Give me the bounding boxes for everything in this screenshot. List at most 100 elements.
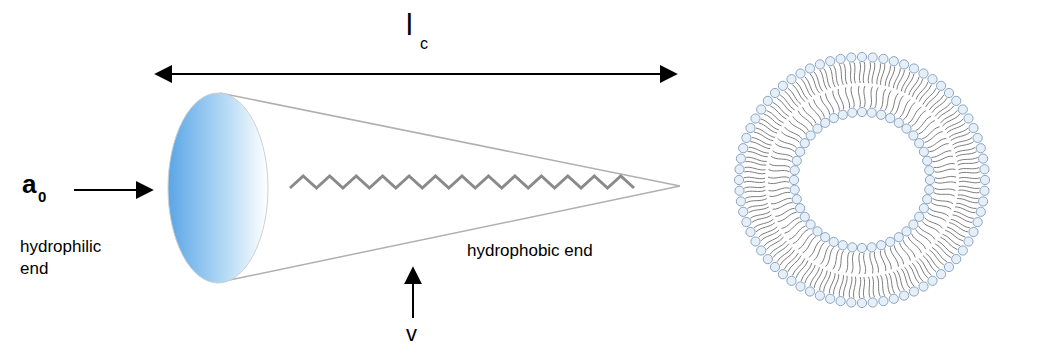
outer-head — [952, 96, 961, 105]
outer-head — [919, 282, 928, 291]
inner-head — [857, 243, 866, 252]
inner-head — [909, 220, 918, 229]
inner-head — [829, 237, 838, 246]
outer-head — [847, 53, 856, 62]
outer-head — [805, 64, 814, 73]
outer-head — [746, 123, 755, 132]
outer-head — [739, 207, 748, 216]
outer-head — [796, 282, 805, 291]
inner-head — [886, 114, 895, 123]
inner-head — [806, 220, 815, 229]
outer-head — [952, 255, 961, 264]
cone-edge — [220, 93, 680, 186]
outer-head — [770, 262, 779, 271]
inner-head — [857, 107, 866, 116]
inner-head — [877, 110, 886, 119]
outer-head — [928, 75, 937, 84]
outer-head — [909, 64, 918, 73]
inner-head — [813, 124, 822, 133]
inner-head — [867, 108, 876, 117]
inner-head — [800, 139, 809, 148]
area-subscript: 0 — [38, 188, 46, 207]
outer-head — [879, 297, 888, 306]
inner-head — [925, 166, 934, 175]
inner-head — [792, 195, 801, 204]
outer-head — [770, 88, 779, 97]
inner-head — [796, 204, 805, 213]
leader-arrow — [74, 189, 152, 191]
outer-head — [847, 298, 856, 307]
outer-head — [919, 69, 928, 78]
outer-head — [742, 133, 751, 142]
outer-head — [980, 175, 989, 184]
length-subscript: c — [420, 34, 428, 54]
outer-head — [836, 54, 845, 63]
inner-head — [838, 110, 847, 119]
outer-head — [868, 53, 877, 62]
length-symbol: l — [406, 6, 413, 44]
area-symbol: a — [22, 168, 36, 201]
head-group — [168, 93, 268, 283]
inner-head — [915, 212, 924, 221]
outer-head — [979, 154, 988, 163]
inner-head — [821, 233, 830, 242]
outer-head — [836, 297, 845, 306]
inner-head — [909, 131, 918, 140]
outer-head — [937, 270, 946, 279]
outer-head — [826, 57, 835, 66]
outer-head — [742, 218, 751, 227]
inner-head — [789, 175, 798, 184]
outer-head — [980, 165, 989, 174]
inner-head — [867, 243, 876, 252]
outer-head — [889, 294, 898, 303]
outer-head — [944, 88, 953, 97]
outer-head — [735, 165, 744, 174]
inner-head — [923, 156, 932, 165]
outer-head — [868, 298, 877, 307]
inner-head — [806, 131, 815, 140]
leader-arrow — [412, 268, 414, 318]
outer-head — [787, 75, 796, 84]
inner-head — [829, 114, 838, 123]
outer-head — [815, 291, 824, 300]
outer-tails — [744, 62, 980, 298]
outer-head — [979, 197, 988, 206]
inner-head — [894, 233, 903, 242]
outer-head — [964, 237, 973, 246]
outer-head — [980, 186, 989, 195]
inner-head — [923, 195, 932, 204]
outer-head — [778, 270, 787, 279]
outer-head — [900, 291, 909, 300]
outer-head — [958, 246, 967, 255]
outer-head — [796, 69, 805, 78]
inner-head — [886, 237, 895, 246]
length-arrow — [156, 73, 676, 75]
end-label: hydrophobic end — [467, 240, 593, 261]
outer-head — [739, 144, 748, 153]
inner-head — [790, 185, 799, 194]
inner-head — [790, 166, 799, 175]
inner-head — [925, 175, 934, 184]
outer-head — [937, 81, 946, 90]
outer-head — [735, 186, 744, 195]
cone-edge — [220, 186, 680, 282]
outer-head — [889, 57, 898, 66]
inner-head — [821, 118, 830, 127]
outer-head — [805, 287, 814, 296]
inner-head — [838, 241, 847, 250]
outer-head — [815, 60, 824, 69]
outer-head — [736, 197, 745, 206]
inner-head — [919, 147, 928, 156]
outer-head — [778, 81, 787, 90]
outer-head — [928, 276, 937, 285]
outer-head — [958, 105, 967, 114]
outer-head — [976, 207, 985, 216]
outer-head — [964, 114, 973, 123]
outer-head — [900, 60, 909, 69]
inner-head — [800, 212, 809, 221]
inner-head — [902, 124, 911, 133]
inner-head — [902, 227, 911, 236]
outer-head — [976, 144, 985, 153]
outer-head — [763, 255, 772, 264]
